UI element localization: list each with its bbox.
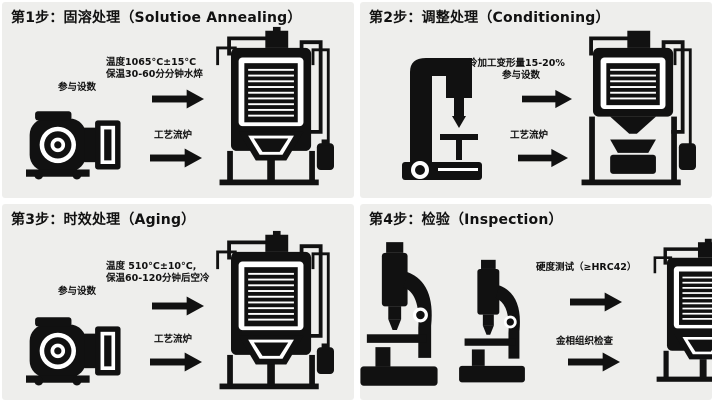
step-4-hardness-label: 硬度测试（≥HRC42） <box>536 262 637 273</box>
step-4-metallo-label: 金相组织检查 <box>556 336 614 347</box>
step-2-artwork <box>402 28 696 188</box>
step-2-param-line-1: 冷加工变形量15-20% <box>468 58 565 69</box>
arrow-right-icon <box>518 148 568 168</box>
furnace-icon <box>215 228 334 392</box>
step-2-title: 第2步：调整处理（Conditioning） <box>369 10 610 26</box>
step-4-artwork <box>360 236 712 386</box>
step-4-panel: 第4步：检验（Inspection） 硬度测试（≥HRC42） 金相组织检查 <box>360 204 712 400</box>
arrow-right-icon <box>152 89 204 109</box>
furnace-icon <box>652 236 712 384</box>
arrow-right-icon <box>152 296 204 316</box>
step-1-process-label: 工艺流炉 <box>154 130 193 141</box>
furnace-icon <box>579 28 696 188</box>
step-3-process-label: 工艺流炉 <box>154 334 193 345</box>
step-1-panel: 第1步：固溶处理（Solutioe Annealing） 温度1065°C±15… <box>2 2 354 198</box>
step-3-panel: 第3步：时效处理（Aging） 温度 510°C±10°C, 保温60-120分… <box>2 204 354 400</box>
step-4-title: 第4步：检验（Inspection） <box>369 212 563 228</box>
arrow-right-icon <box>150 352 202 372</box>
step-3-params-label: 参与设数 <box>58 286 97 297</box>
vacuum-pump-icon <box>26 317 121 386</box>
step-1-param-line-1: 温度1065°C±15°C <box>106 57 197 68</box>
step-1-params: 温度1065°C±15°C 保温30-60分分钟水焠 <box>106 57 203 81</box>
step-3-param-line-1: 温度 510°C±10°C, <box>106 261 197 272</box>
arrow-right-icon <box>522 89 572 109</box>
step-1-title: 第1步：固溶处理（Solutioe Annealing） <box>11 10 302 26</box>
step-3-params: 温度 510°C±10°C, 保温60-120分钟后空冷 <box>106 261 210 285</box>
arrow-right-icon <box>568 352 620 372</box>
microscope-icon <box>360 242 438 386</box>
step-2-process-label: 工艺流炉 <box>510 130 549 141</box>
step-2-param-line-2: 参与设数 <box>502 70 541 81</box>
step-3-artwork <box>26 228 334 392</box>
step-3-title: 第3步：时效处理（Aging） <box>11 212 196 228</box>
furnace-icon <box>215 24 334 188</box>
step-2-params: 冷加工变形量15-20% 参与设数 <box>468 58 565 82</box>
arrow-right-icon <box>150 148 202 168</box>
step-2-panel: 第2步：调整处理（Conditioning） 冷加工变形量15-20% 参与设数… <box>360 2 712 198</box>
microscope-icon <box>459 259 525 383</box>
press-icon <box>402 58 482 180</box>
vacuum-pump-icon <box>26 111 121 180</box>
step-1-params-label: 参与设数 <box>58 82 97 93</box>
step-1-param-line-2: 保温30-60分分钟水焠 <box>106 69 203 80</box>
step-1-artwork <box>26 24 334 188</box>
step-3-param-line-2: 保温60-120分钟后空冷 <box>106 273 210 284</box>
arrow-right-icon <box>570 292 622 312</box>
